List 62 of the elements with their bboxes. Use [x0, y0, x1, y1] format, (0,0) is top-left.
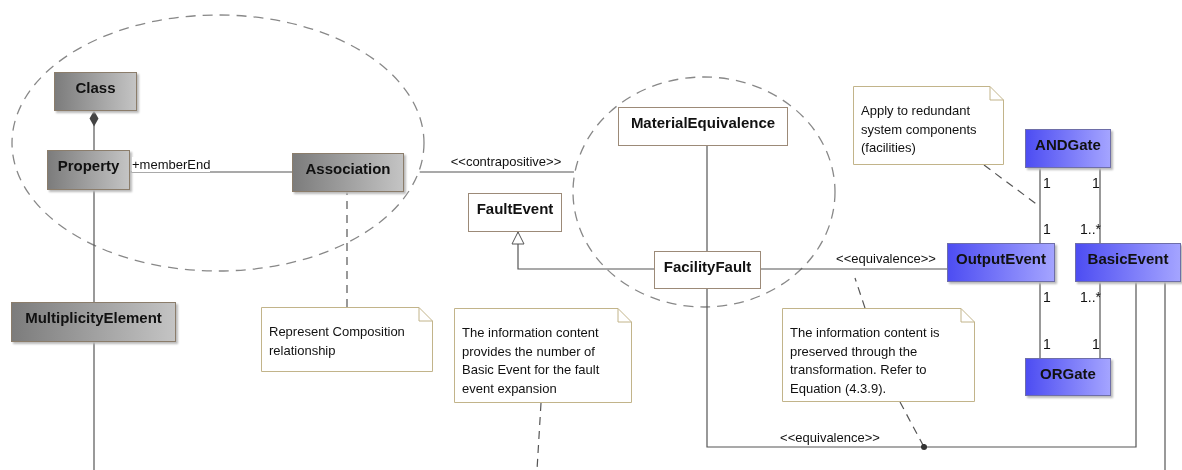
association-line	[93, 341, 95, 470]
class-name: ORGate	[1040, 365, 1096, 382]
anchor-line	[536, 402, 542, 470]
association-line	[419, 171, 575, 173]
class-name: MultiplicityElement	[25, 309, 162, 326]
association-line	[1164, 281, 1166, 470]
note-text: Apply to redundant system components (facilities)	[861, 102, 978, 157]
note-box	[454, 308, 632, 403]
class-name: BasicEvent	[1087, 250, 1169, 267]
association-line	[706, 281, 1137, 448]
class-box	[654, 251, 761, 289]
class-box	[618, 107, 788, 146]
class-box	[1025, 358, 1111, 396]
multiplicity-label: 1..*	[1080, 290, 1101, 305]
edge-label: <<equivalence>>	[836, 251, 936, 266]
note-box	[261, 307, 433, 372]
note-box	[853, 86, 1004, 165]
note-text: Represent Composition relationship	[269, 323, 406, 360]
anchor-line	[899, 401, 928, 451]
grouping-ellipse	[572, 76, 836, 308]
association-line	[706, 145, 708, 252]
class-name: FacilityFault	[663, 258, 752, 275]
class-name: Association	[305, 160, 391, 177]
multiplicity-label: 1	[1043, 176, 1051, 191]
association-line	[129, 171, 293, 173]
class-name: FaultEvent	[476, 200, 554, 217]
association-line	[760, 268, 948, 270]
class-box	[1025, 129, 1111, 168]
class-box	[468, 193, 562, 232]
class-box	[1075, 243, 1181, 282]
association-line	[1039, 167, 1041, 244]
association-line	[1039, 281, 1041, 359]
note-box	[782, 308, 975, 402]
edge-label: +memberEnd	[132, 157, 211, 172]
class-box	[54, 72, 137, 111]
class-name: Property	[57, 157, 120, 174]
composition-line	[89, 110, 99, 151]
multiplicity-label: 1	[1092, 337, 1100, 352]
class-box	[47, 150, 130, 190]
association-line	[1099, 167, 1101, 244]
anchor-line	[854, 277, 866, 309]
anchor-line	[346, 191, 348, 308]
multiplicity-label: 1	[1043, 222, 1051, 237]
class-name: ANDGate	[1035, 136, 1101, 153]
class-box	[11, 302, 176, 342]
class-box	[292, 153, 404, 192]
class-name: Class	[75, 79, 116, 96]
class-name: OutputEvent	[956, 250, 1046, 267]
multiplicity-label: 1	[1092, 176, 1100, 191]
association-line	[1099, 281, 1101, 359]
generalization-arrow	[511, 231, 655, 270]
edge-label: <<contrapositive>>	[450, 154, 562, 169]
note-text: The information content provides the number of Basic Event for the fault event expansion	[462, 324, 601, 398]
multiplicity-label: 1	[1043, 337, 1051, 352]
multiplicity-label: 1..*	[1080, 222, 1101, 237]
multiplicity-label: 1	[1043, 290, 1051, 305]
note-text: The information content is preserved through the transformation. Refer to Equation (4.3.9).	[790, 324, 941, 398]
grouping-ellipse	[11, 14, 425, 272]
class-box	[947, 243, 1055, 282]
edge-label: <<equivalence>>	[780, 430, 880, 445]
association-line	[93, 189, 95, 303]
class-name: MaterialEquivalence	[630, 114, 776, 131]
